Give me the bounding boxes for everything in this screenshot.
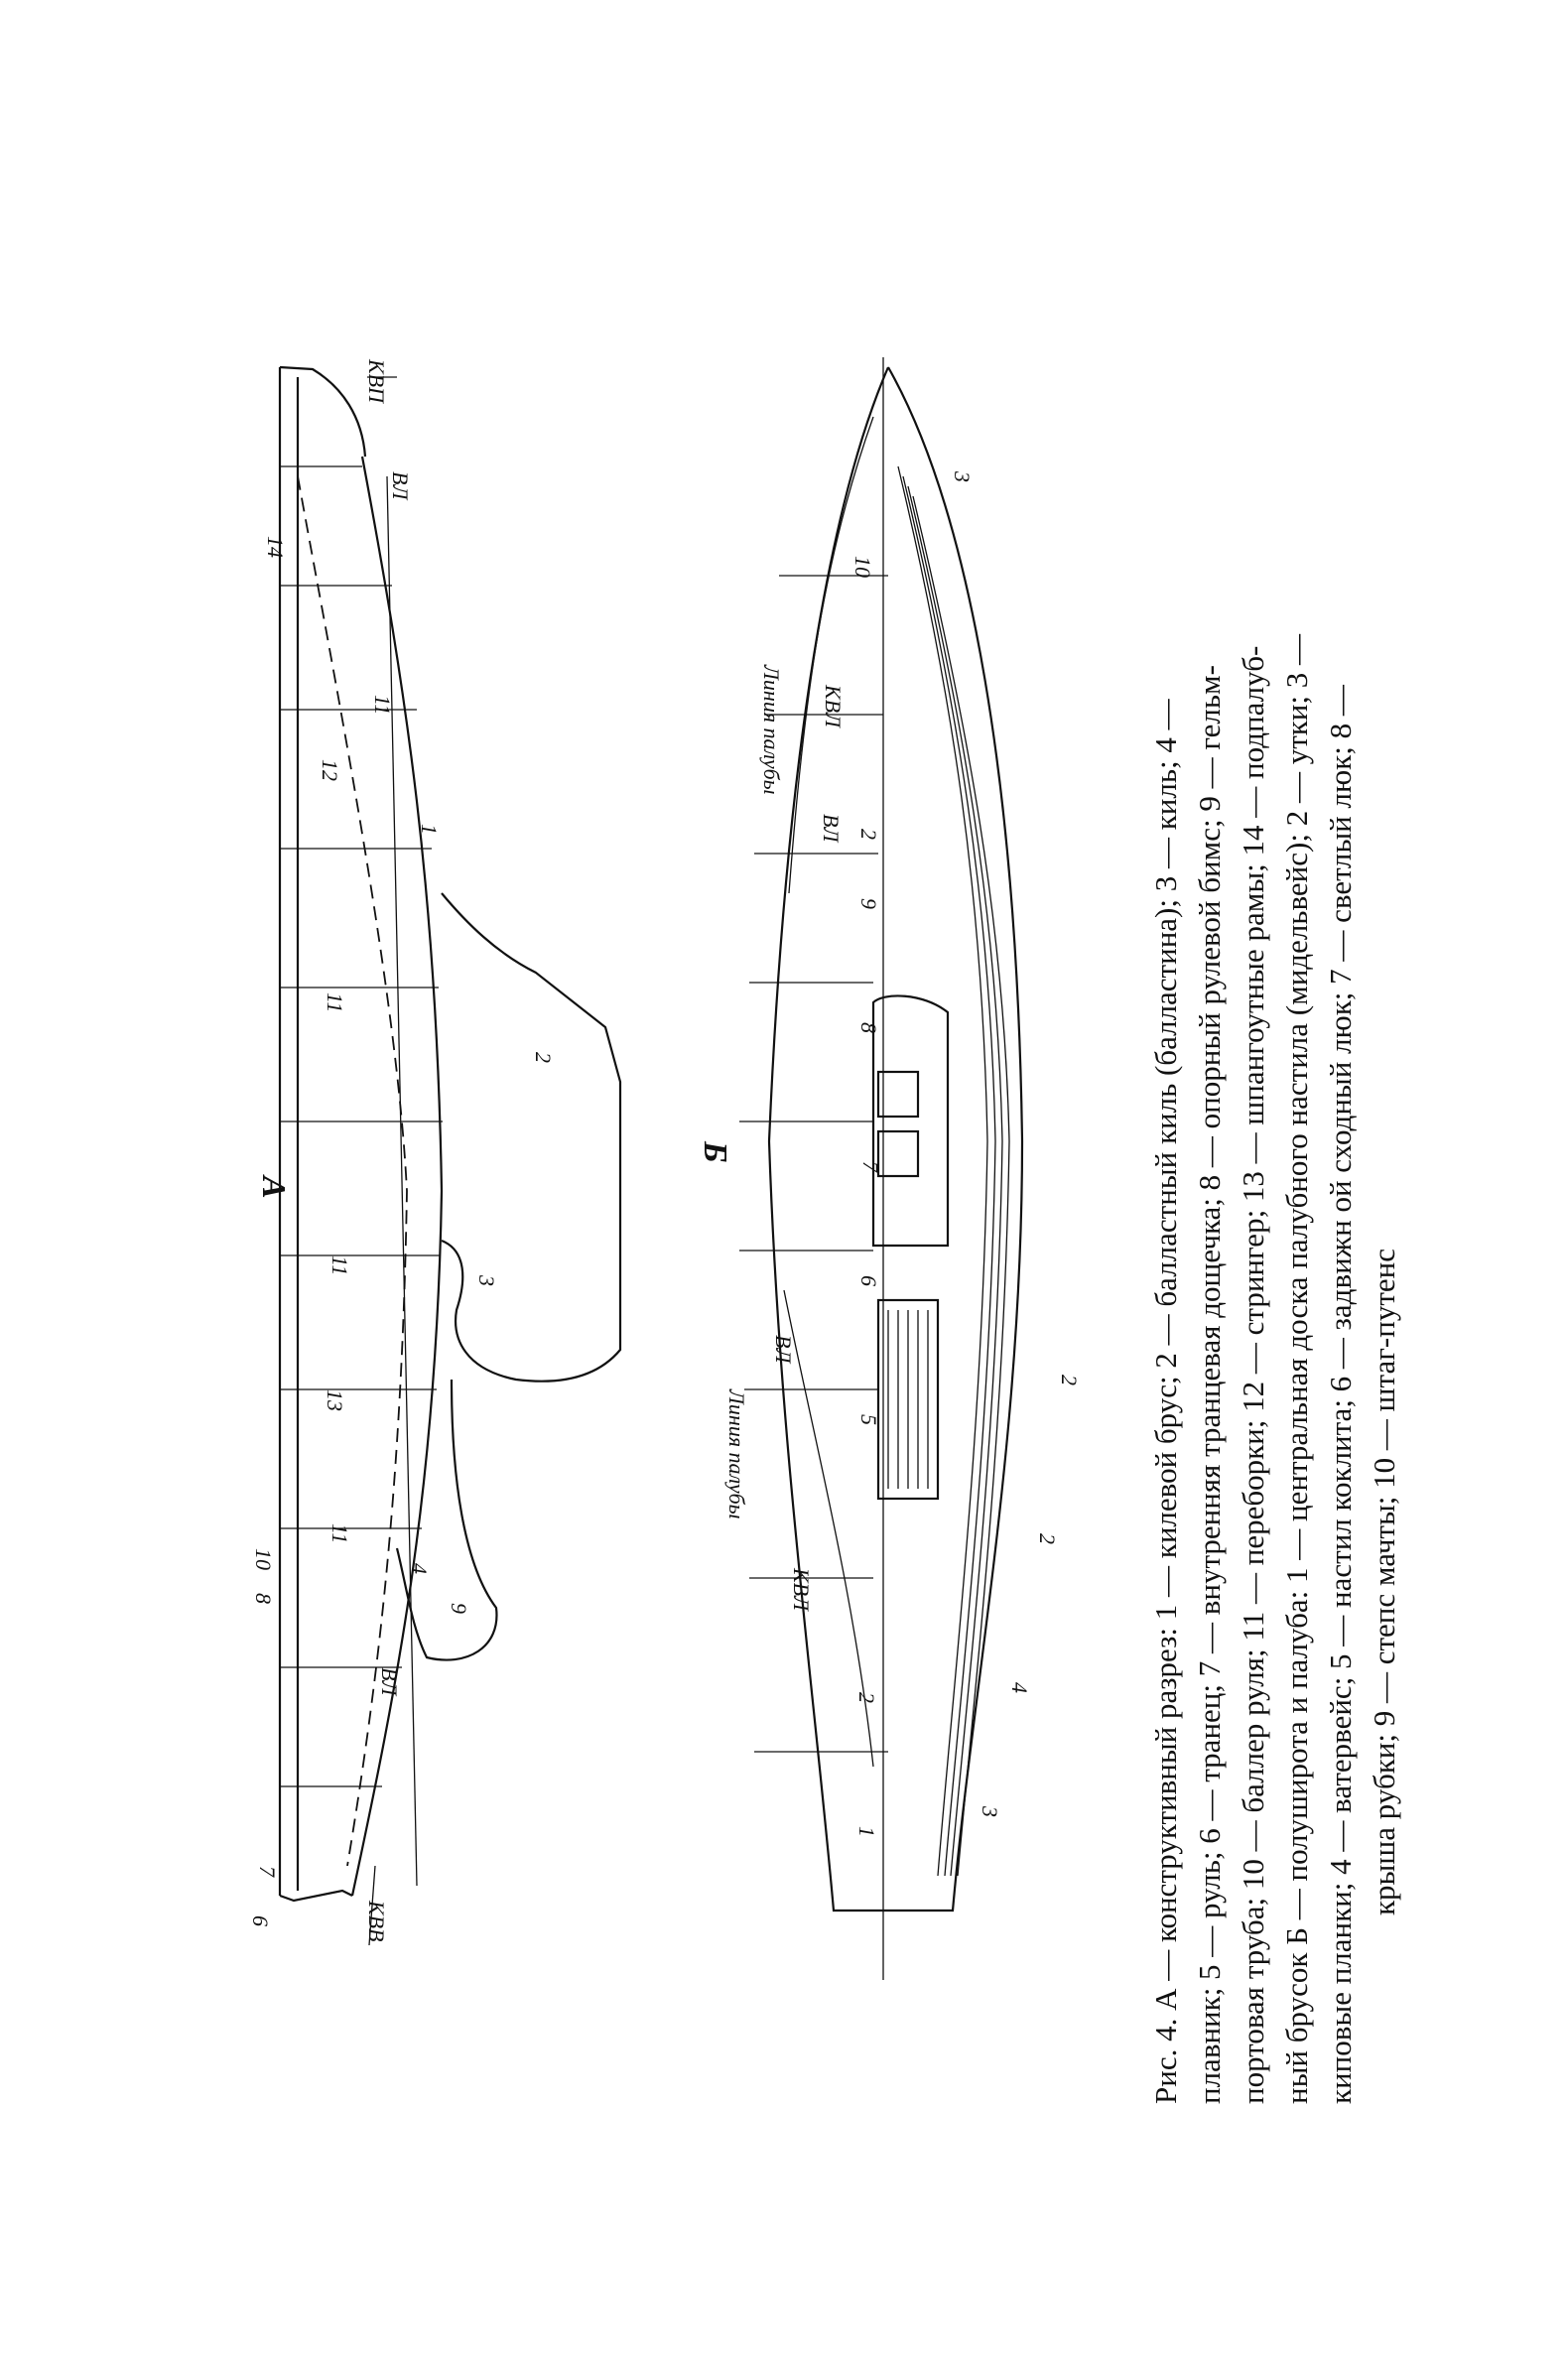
caption-line-2: плавник; 5 — руль; 6 — транец; 7 — внутр… [1192,665,1227,2104]
label-b-1: 1 [854,1826,879,1837]
label-11a: 11 [370,695,395,715]
label-b-deck-line-top: Линия палубы [759,664,784,795]
label-b-3b: 3 [978,1805,1002,1817]
view-b-cabin [871,994,950,1248]
label-11c: 11 [327,1255,352,1275]
view-a-rudder [395,1379,498,1661]
figure-caption: Рис. 4. А — конструктивный разрез: 1 — к… [1148,633,1401,2104]
label-7: 7 [255,1866,280,1878]
view-b-skylight-1 [876,1070,920,1119]
view-a-letter: А [255,1174,292,1199]
label-6: 6 [248,1915,273,1926]
label-2: 2 [531,1052,556,1063]
label-9: 9 [447,1603,471,1614]
label-vl1-top: ВЛ [388,471,413,500]
label-b-kvl-top: КВЛ [821,684,846,728]
label-b-8: 8 [856,1022,881,1033]
label-b-9: 9 [856,898,881,909]
label-3: 3 [474,1274,499,1286]
label-b-kvl-bottom: КВЛ [789,1567,814,1612]
label-b-3a: 3 [950,470,975,482]
label-4: 4 [407,1563,432,1574]
view-b-letter: Б [697,1140,733,1163]
label-vl1-bottom: ВЛ [377,1667,402,1696]
label-13: 13 [323,1389,347,1411]
label-10: 10 [251,1548,276,1570]
caption-line-4: ный брусок Б — полуширота и палуба: 1 — … [1279,633,1314,2104]
caption-line-6: крыша рубки; 9 — степс мачты; 10 — штаг-… [1367,1249,1401,1915]
label-b-deck-line-bottom: Линия палубы [724,1388,749,1519]
label-kvv: КВВ [364,1900,389,1942]
caption-line-1: Рис. 4. А — конструктивный разрез: 1 — к… [1148,698,1183,2104]
view-a-hull-bottom [350,456,444,1897]
label-b-5: 5 [856,1414,881,1425]
label-11b: 11 [323,992,347,1012]
label-8: 8 [251,1593,276,1604]
label-b-vl-top: ВЛ [819,814,844,843]
label-14: 14 [263,536,288,558]
label-1: 1 [417,824,442,835]
label-b-10: 10 [850,556,875,578]
label-b-vl-bottom: ВЛ [771,1335,796,1364]
label-b-7: 7 [858,1161,883,1173]
label-b-2b: 2 [1057,1375,1082,1385]
label-b-2a: 2 [856,829,881,840]
label-11d: 11 [327,1523,352,1543]
caption-line-3: портовая труба; 10 — баллер руля; 11 — п… [1236,646,1270,2104]
view-a-keel-fin [441,892,622,1383]
caption-line-5: киповые планки; 4 — ватервейс; 5 — насти… [1323,684,1358,2104]
view-a-section: А КВП ВЛ 14 11 12 1 11 2 11 3 13 11 10 8… [248,358,622,1946]
label-b-2d: 2 [854,1692,879,1703]
view-b-cockpit [876,1298,940,1501]
view-b-hull-outline [767,366,1024,1912]
view-b-skylight-2 [876,1129,920,1178]
view-b-plan: Б 10 3 КВЛ Линия палубы ВЛ 2 9 8 7 6 ВЛ … [697,357,1082,1980]
label-12: 12 [318,759,342,781]
label-b-6: 6 [856,1275,881,1286]
label-b-2c: 2 [1035,1533,1060,1544]
label-b-4: 4 [1007,1682,1032,1693]
label-kvp: КВП [364,358,389,404]
